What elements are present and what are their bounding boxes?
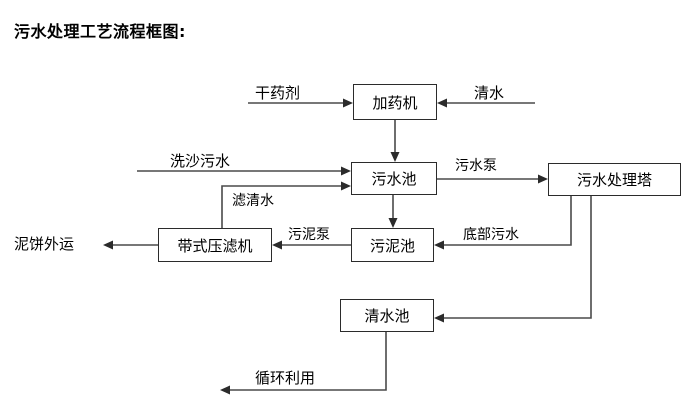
node-clear-water-pool[interactable]: 清水池	[340, 299, 434, 332]
wire-bottom-sewage	[442, 196, 572, 246]
edge-label-sewage-pump: 污水泵	[455, 158, 497, 174]
node-dosing-machine-label: 加药机	[372, 93, 418, 112]
node-treatment-tower-label: 污水处理塔	[576, 171, 652, 189]
arrowhead-sewage-pump	[538, 174, 548, 184]
wire-filtered-water	[221, 185, 343, 228]
arrowhead-filtered-water	[341, 181, 351, 191]
output-label-mud-cake-transport: 泥饼外运	[14, 235, 75, 253]
arrowhead-mud-cake	[103, 240, 113, 250]
input-label-dry-chemical: 干药剂	[255, 84, 301, 102]
node-belt-filter-press-label: 带式压滤机	[177, 236, 253, 255]
node-sludge-pool-label: 污泥池	[369, 236, 415, 255]
node-belt-filter-press[interactable]: 带式压滤机	[158, 228, 272, 262]
input-label-clean-water: 清水	[474, 84, 505, 102]
node-wastewater-pool-label: 污水池	[371, 170, 417, 188]
arrowhead-sandwash	[341, 166, 351, 176]
node-treatment-tower[interactable]: 污水处理塔	[548, 163, 681, 196]
node-dosing-machine[interactable]: 加药机	[353, 84, 437, 120]
arrowhead-pool-to-sludge	[388, 218, 398, 228]
edge-label-filtered-clear-water: 滤清水	[232, 193, 274, 209]
node-sludge-pool[interactable]: 污泥池	[351, 228, 434, 262]
arrowhead-recycle	[220, 385, 230, 395]
edge-label-bottom-sewage: 底部污水	[463, 227, 519, 243]
wire-recycle	[228, 332, 387, 391]
arrowhead-dosing-to-pool	[390, 152, 400, 162]
node-clear-water-pool-label: 清水池	[364, 307, 410, 325]
arrowhead-sludge-pump	[272, 240, 282, 250]
arrowhead-dry-chemical	[343, 98, 353, 108]
arrowhead-tower-to-clearwater	[434, 313, 444, 323]
arrowhead-clean-water	[437, 98, 447, 108]
wire-tower-to-clearwater	[442, 196, 592, 319]
input-label-sand-wash-wastewater: 洗沙污水	[170, 152, 231, 170]
edge-label-sludge-pump: 污泥泵	[288, 227, 330, 243]
page-title: 污水处理工艺流程框图:	[14, 22, 186, 41]
node-wastewater-pool[interactable]: 污水池	[351, 162, 437, 195]
arrowhead-bottom-sewage	[434, 240, 444, 250]
output-label-recycle-reuse: 循环利用	[255, 369, 316, 387]
